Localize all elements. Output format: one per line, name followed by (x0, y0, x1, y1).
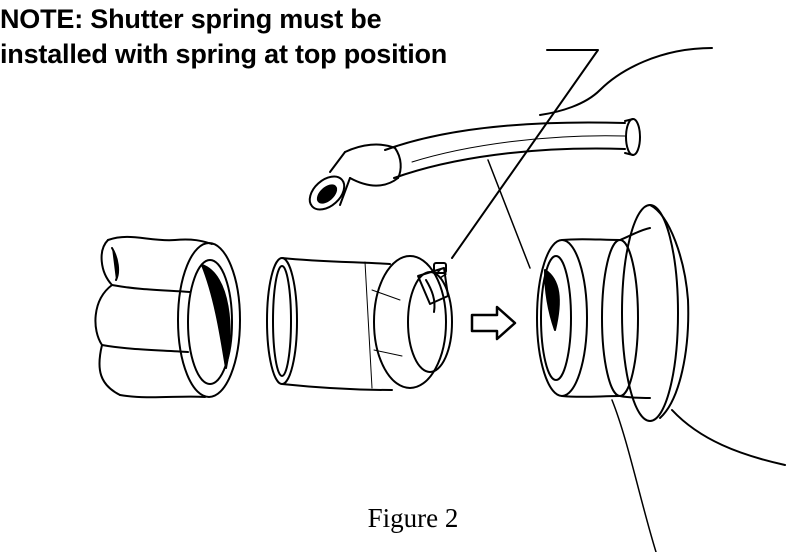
figure-caption: Figure 2 (367, 503, 459, 533)
note-line-1: NOTE: Shutter spring must be (0, 4, 382, 34)
hose (308, 118, 641, 211)
note-line-2: installed with spring at top position (0, 39, 448, 69)
shutter-assembly (266, 255, 453, 391)
outlet-housing (536, 204, 786, 552)
note-leader-line (451, 49, 599, 259)
right-arrow-icon (470, 305, 517, 341)
rubber-collar (94, 235, 241, 399)
cable (487, 47, 713, 269)
note-text: NOTE: Shutter spring must be installed w… (0, 2, 447, 72)
